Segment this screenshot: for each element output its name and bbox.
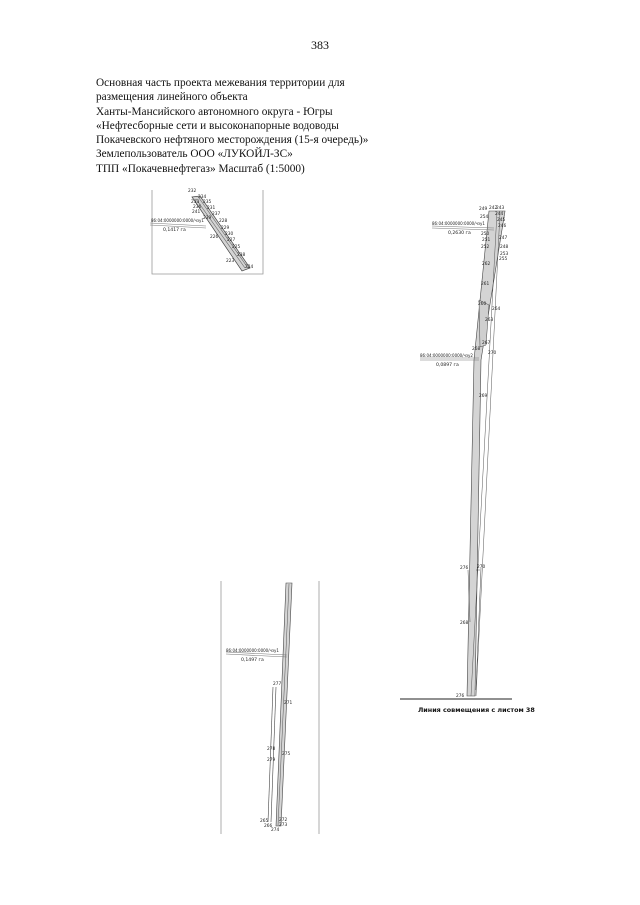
map1-point-labels: 232 234 233 235 236 231 241 237 239 228 … [188,188,253,270]
header-line-7: ТПП «Покачевнефтегаз» Масштаб (1:5000) [96,162,305,175]
svg-text:279: 279 [267,757,275,763]
svg-text:266: 266 [264,823,272,829]
svg-text:233: 233 [191,199,199,205]
svg-text:249: 249 [479,206,487,212]
svg-text:235: 235 [203,199,211,205]
svg-text:242: 242 [489,205,497,211]
header-line-2: размещения линейного объекта [96,91,248,104]
svg-text:239: 239 [203,215,211,221]
svg-text:236: 236 [193,204,201,210]
map1-area-label: 0,1417 га [163,227,186,233]
svg-text:225: 225 [232,244,240,250]
svg-text:238: 238 [237,252,245,258]
svg-text:252: 252 [481,244,489,250]
svg-text:263: 263 [485,317,493,323]
svg-text:264: 264 [492,306,500,312]
map2-point-labels: 249 242 243 244 254 245 246 250 251 247 … [460,205,508,571]
map2-point-276: 276 [456,693,464,699]
header-line-4: «Нефтесборные сети и высоконапорные водо… [96,119,339,132]
map1-frame [151,190,264,275]
svg-text:253: 253 [500,251,508,257]
map2-corridor [400,210,512,700]
svg-text:255: 255 [499,256,507,262]
header-line-5: Покачевского нефтяного месторождения (15… [96,134,369,147]
map2-point-268: 268 [460,620,468,626]
svg-text:229: 229 [221,225,229,231]
svg-text:276: 276 [460,565,468,571]
svg-text:272: 272 [279,817,287,823]
svg-text:230: 230 [225,231,233,237]
map3-area-label: 0,1497 га [241,657,264,663]
svg-text:265: 265 [260,818,268,824]
svg-text:250: 250 [481,231,489,237]
svg-text:226: 226 [210,234,218,240]
svg-text:254: 254 [480,214,488,220]
page-number: 383 [311,38,329,52]
svg-text:224: 224 [245,264,253,270]
map2-caption: Линия совмещения с листом 38 [418,706,535,714]
svg-text:262: 262 [482,261,490,267]
map1-parcel-label: 86:04:0000000:0000/чзу1 [151,218,204,223]
svg-text:275: 275 [282,751,290,757]
svg-text:244: 244 [495,211,503,217]
svg-text:270: 270 [488,350,496,356]
svg-text:271: 271 [284,700,292,706]
svg-text:237: 237 [212,211,220,217]
svg-text:243: 243 [496,205,504,211]
svg-text:278: 278 [267,746,275,752]
map2-parcel2-label: 86:04:0000000:0000/чзу2 [420,353,473,358]
svg-text:245: 245 [497,217,505,223]
map2-area2-label: 0,0897 га [436,362,459,368]
svg-text:227: 227 [227,237,235,243]
svg-text:234: 234 [198,194,206,200]
svg-text:267: 267 [482,340,490,346]
map3-parcel-label: 86:04:0000000:0000/чзу1 [226,648,279,653]
map3-frame [220,581,320,834]
map3-corridor [225,582,293,827]
svg-text:251: 251 [482,237,490,243]
svg-text:277: 277 [273,681,281,687]
svg-text:261: 261 [481,281,489,287]
map2-point-270: 270 [477,564,485,570]
header-line-6: Землепользователь ООО «ЛУКОЙЛ-ЗС» [96,148,293,161]
map3-point-labels: 277 271 278 275 279 265 266 272 273 274 [260,681,292,833]
svg-text:274: 274 [271,827,279,833]
map1-corridor [149,195,251,272]
svg-text:223: 223 [226,258,234,264]
header-line-3: Ханты-Мансийского автономного округа - Ю… [96,105,333,118]
svg-text:248: 248 [500,244,508,250]
svg-text:273: 273 [279,822,287,828]
map2-parcel-label: 86:04:0000000:0000/чзу1 [432,221,485,226]
svg-text:247: 247 [499,235,507,241]
header-line-1: Основная часть проекта межевания террито… [96,77,345,89]
svg-text:246: 246 [498,223,506,229]
svg-text:232: 232 [188,188,196,194]
svg-text:241: 241 [192,209,200,215]
document-header: Основная часть проекта межевания террито… [96,76,426,176]
svg-text:228: 228 [219,218,227,224]
svg-text:268: 268 [472,346,480,352]
map2-area-label: 0,2630 га [448,230,471,236]
svg-text:269: 269 [479,393,487,399]
svg-text:231: 231 [207,205,215,211]
svg-text:260: 260 [478,301,486,307]
